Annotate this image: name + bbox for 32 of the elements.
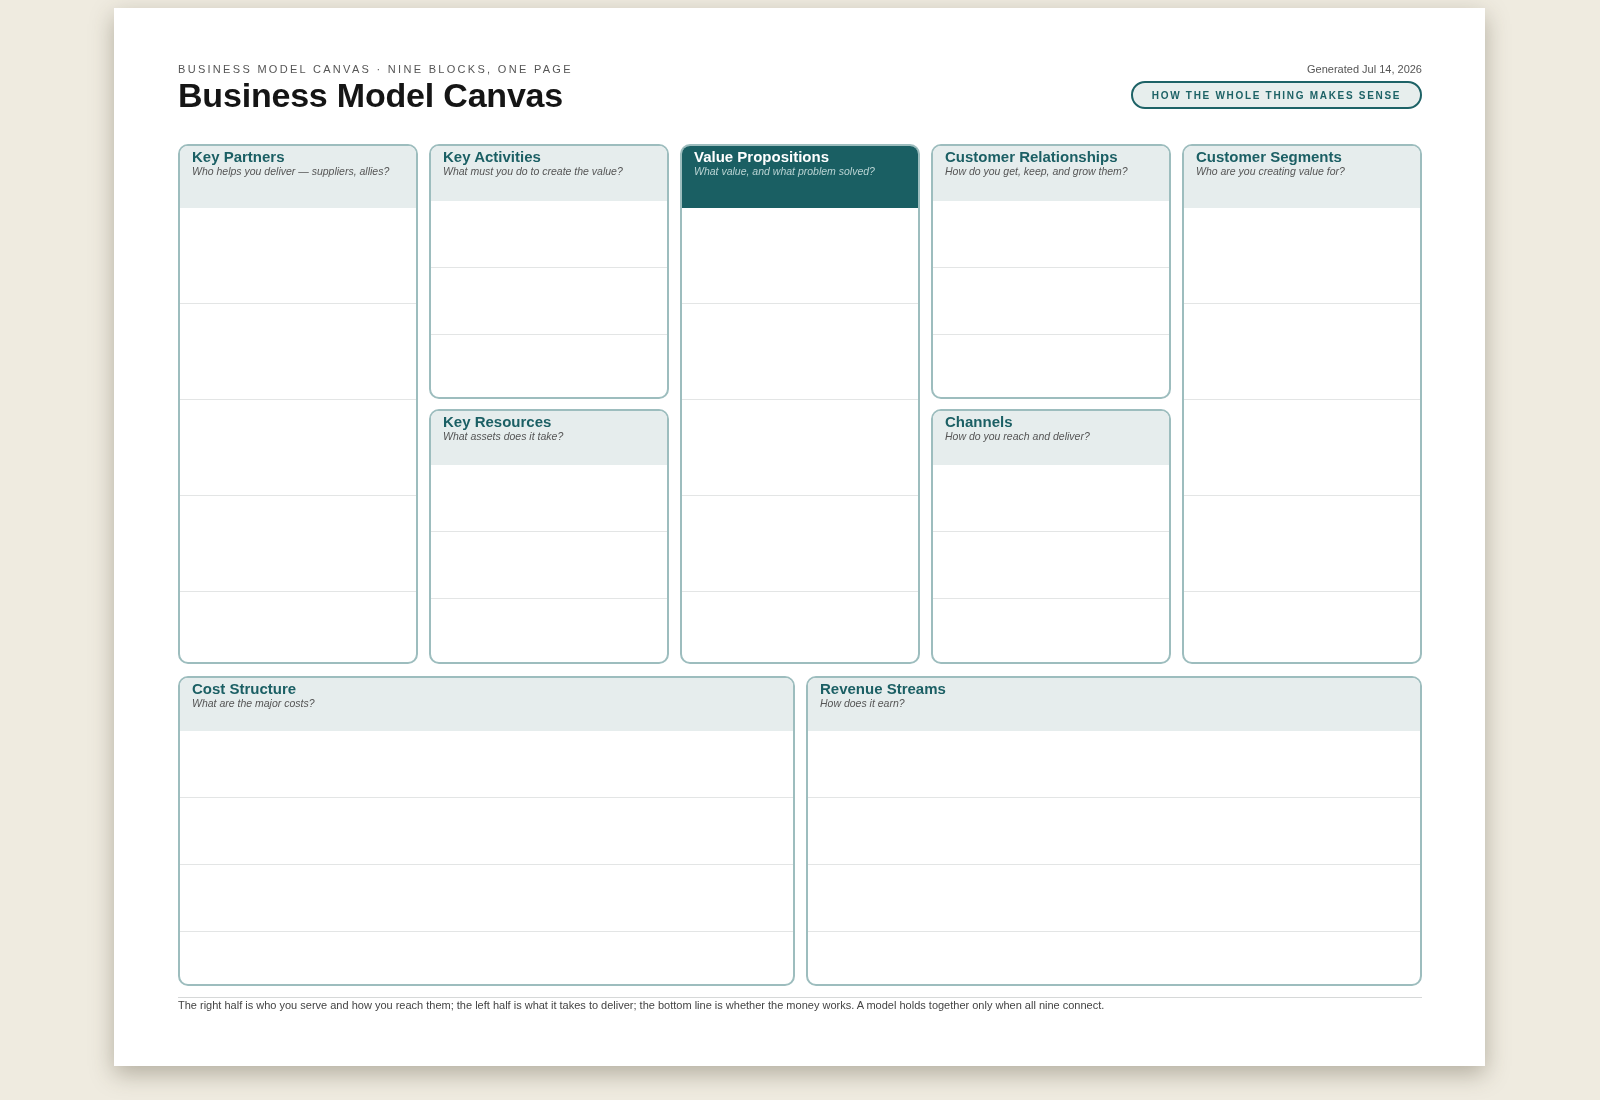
block-title: Channels bbox=[945, 414, 1013, 430]
footer-note: The right half is who you serve and how you reach them; the left half is what it takes to deliver; the bottom line is whether the money works. A model holds together only when all nine connect. bbox=[178, 998, 1105, 1012]
block-title: Key Resources bbox=[443, 414, 552, 430]
canvas-block bbox=[178, 144, 418, 664]
block-title: Revenue Streams bbox=[820, 681, 946, 697]
block-question: How do you get, keep, and grow them? bbox=[945, 165, 1128, 177]
block-question: What assets does it take? bbox=[443, 430, 564, 442]
block-title: Value Propositions bbox=[694, 149, 830, 165]
block-question: What must you do to create the value? bbox=[443, 165, 623, 177]
block-question: What are the major costs? bbox=[192, 697, 315, 709]
canvas-block bbox=[429, 409, 669, 664]
canvas-block bbox=[806, 676, 1422, 986]
eyebrow-text: BUSINESS MODEL CANVAS · NINE BLOCKS, ONE PAGE bbox=[178, 62, 573, 76]
canvas-block bbox=[680, 144, 920, 664]
canvas-block bbox=[931, 144, 1171, 399]
block-title: Key Activities bbox=[443, 149, 541, 165]
canvas-block bbox=[178, 676, 795, 986]
block-title: Key Partners bbox=[192, 149, 285, 165]
generated-date: Generated Jul 14, 2026 bbox=[1307, 62, 1422, 76]
block-question: Who helps you deliver — suppliers, allies? bbox=[192, 165, 390, 177]
page-title: Business Model Canvas bbox=[178, 75, 564, 115]
block-question: Who are you creating value for? bbox=[1196, 165, 1345, 177]
explainer-button: HOW THE WHOLE THING MAKES SENSE bbox=[1131, 81, 1422, 109]
block-question: How do you reach and deliver? bbox=[945, 430, 1090, 442]
block-question: How does it earn? bbox=[820, 697, 905, 709]
canvas-block bbox=[1182, 144, 1422, 664]
canvas-block bbox=[931, 409, 1171, 664]
block-title: Customer Relationships bbox=[945, 149, 1118, 165]
canvas-block bbox=[429, 144, 669, 399]
block-title: Cost Structure bbox=[192, 681, 297, 697]
block-question: What value, and what problem solved? bbox=[694, 165, 875, 177]
block-title: Customer Segments bbox=[1196, 149, 1342, 165]
